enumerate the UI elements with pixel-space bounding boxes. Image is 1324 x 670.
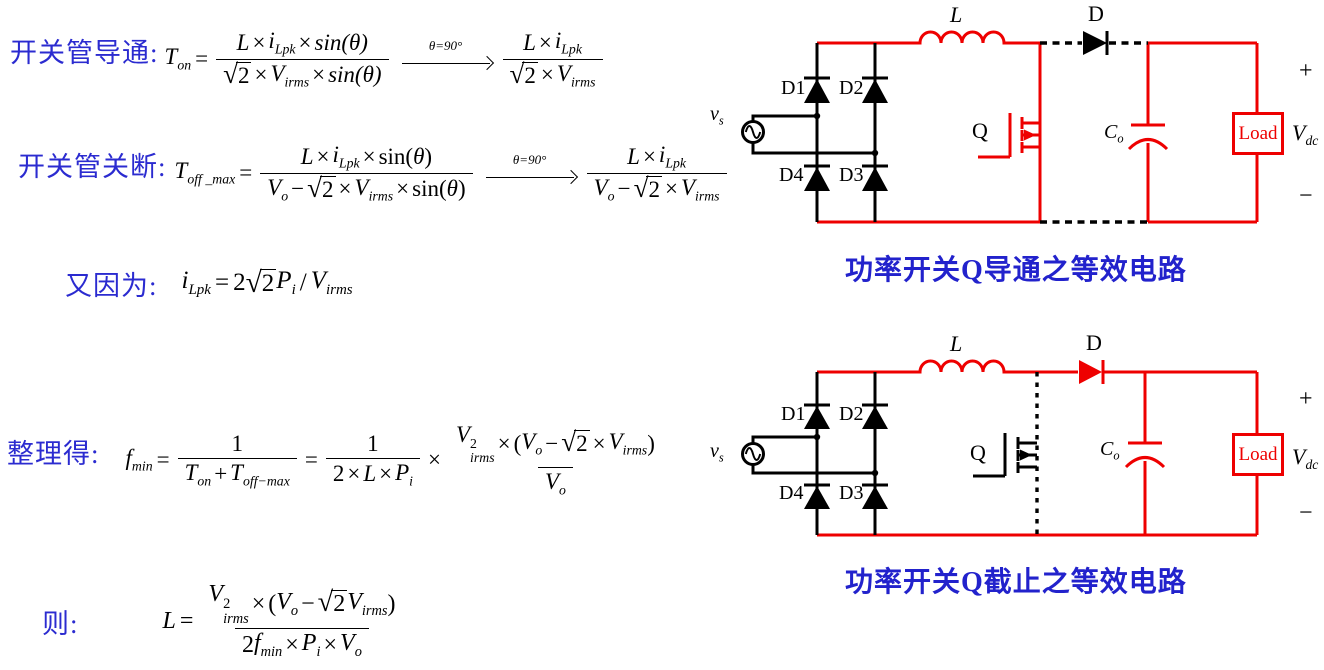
inductor-symbol — [817, 30, 1040, 45]
circuit-q-off: Load L D D1 D2 D4 D3 Q Co vs + Vdc − 功率开… — [700, 330, 1324, 630]
diode-d2-symbol — [862, 406, 888, 429]
mosfet-arrow — [1024, 129, 1036, 141]
diode-label: D — [1088, 1, 1104, 26]
formula-label: 又因为: — [65, 270, 158, 301]
cap-label: Co — [1100, 438, 1120, 463]
circuit-q-on-schematic — [741, 30, 1259, 224]
d3-label: D3 — [839, 482, 864, 504]
boost-diode-symbol — [1083, 31, 1109, 55]
d2-label: D2 — [839, 77, 864, 99]
junction-dot — [813, 112, 821, 120]
junction-dot — [871, 149, 879, 157]
formula-math-ton: Ton=L×iLpk×sin(θ)√2×Virms×sin(θ)θ=90°L×i… — [165, 27, 607, 91]
bridge-rectifier — [741, 43, 888, 222]
sine-wave-icon — [744, 125, 762, 139]
d4-label: D4 — [779, 482, 804, 504]
load-label: Load — [1238, 443, 1278, 465]
plus-sign: + — [1299, 386, 1313, 412]
d4-label: D4 — [779, 164, 804, 186]
plus-sign: + — [1299, 58, 1313, 84]
load-box: Load — [1232, 112, 1284, 155]
formula-label: 开关管导通: — [10, 37, 159, 68]
inductor-label: L — [950, 2, 963, 27]
minus-sign: − — [1299, 500, 1313, 526]
inductor-label: L — [950, 331, 963, 356]
switch-label: Q — [970, 440, 986, 465]
formula-math-toff: Toff _max=L×iLpk×sin(θ)Vo−√2×Virms×sin(θ… — [175, 141, 731, 205]
circuit-q-on-caption: 功率开关Q导通之等效电路 — [845, 255, 1187, 286]
cap-label: Co — [1104, 121, 1124, 146]
sine-wave-icon — [744, 447, 762, 461]
source-label: vs — [710, 440, 724, 465]
d1-label: D1 — [781, 77, 806, 99]
diode-d1-symbol — [804, 406, 830, 429]
circuit-q-off-schematic — [741, 359, 1259, 537]
inductor-symbol — [817, 359, 1078, 374]
diode-d3-symbol — [862, 486, 888, 509]
red-wires — [817, 359, 1259, 537]
bridge-rectifier — [741, 372, 1037, 535]
vdc-label: Vdc — [1292, 444, 1319, 472]
diode-d2-symbol — [862, 79, 888, 103]
bridge-diodes — [804, 79, 888, 191]
circuit-q-on: Load L D D1 D2 D4 D3 Q Co vs + Vdc − 功率开… — [700, 0, 1324, 312]
circuit-q-off-caption: 功率开关Q截止之等效电路 — [845, 567, 1187, 598]
diode-d1-symbol — [804, 79, 830, 103]
mosfet-gate — [973, 433, 1007, 478]
switch-label: Q — [972, 118, 988, 143]
d2-label: D2 — [839, 403, 864, 425]
load-label: Load — [1238, 122, 1278, 144]
formula-label: 整理得: — [7, 438, 100, 469]
source-label: vs — [710, 103, 724, 128]
mosfet-arrow — [1020, 449, 1032, 461]
diode-d3-symbol — [862, 167, 888, 191]
capacitor-symbol — [1127, 43, 1169, 222]
minus-sign: − — [1299, 183, 1313, 209]
red-wires — [817, 30, 1259, 224]
mosfet-gate — [978, 113, 1012, 159]
d3-label: D3 — [839, 164, 864, 186]
formula-row-toff: 开关管关断: Toff _max=L×iLpk×sin(θ)Vo−√2×Virm… — [18, 118, 731, 228]
d1-label: D1 — [781, 403, 806, 425]
formula-label: 开关管关断: — [18, 151, 167, 182]
junction-dot — [871, 469, 879, 477]
boost-diode-symbol — [1079, 360, 1102, 384]
load-box: Load — [1232, 433, 1284, 476]
diode-d4-symbol — [804, 167, 830, 191]
diode-d4-symbol — [804, 486, 830, 509]
bridge-diodes — [804, 406, 1032, 509]
formula-row-ton: 开关管导通: Ton=L×iLpk×sin(θ)√2×Virms×sin(θ)θ… — [10, 12, 607, 106]
vdc-label: Vdc — [1292, 120, 1319, 148]
junction-dot — [813, 433, 821, 441]
formula-label: 则: — [42, 608, 79, 639]
capacitor-symbol — [1124, 372, 1166, 535]
diode-label: D — [1086, 330, 1102, 355]
non-conducting-dashed — [1040, 41, 1148, 224]
